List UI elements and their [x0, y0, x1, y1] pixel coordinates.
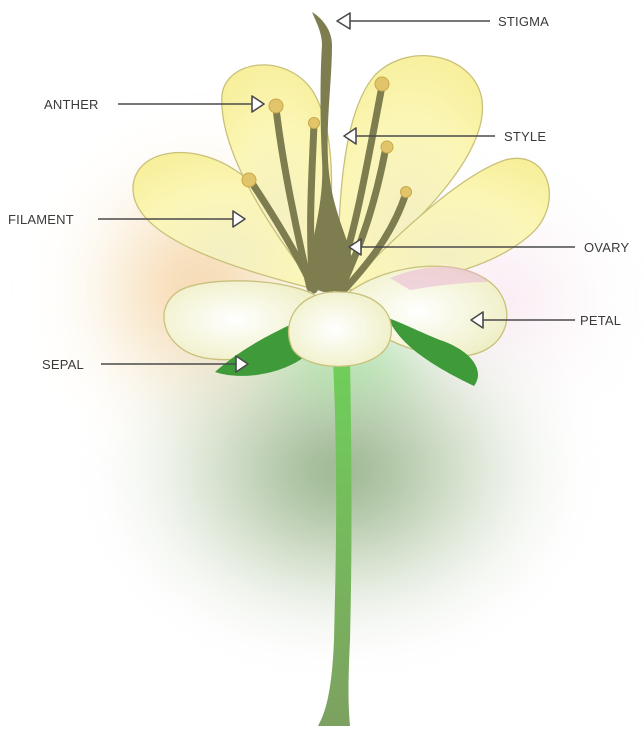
callout-stigma: STIGMA — [337, 13, 549, 29]
center-petal — [289, 292, 392, 366]
label-anther: ANTHER — [44, 97, 99, 112]
label-style: STYLE — [504, 129, 546, 144]
label-petal: PETAL — [580, 313, 621, 328]
label-stigma: STIGMA — [498, 14, 549, 29]
label-ovary: OVARY — [584, 240, 629, 255]
label-filament: FILAMENT — [8, 212, 74, 227]
label-sepal: SEPAL — [42, 357, 84, 372]
